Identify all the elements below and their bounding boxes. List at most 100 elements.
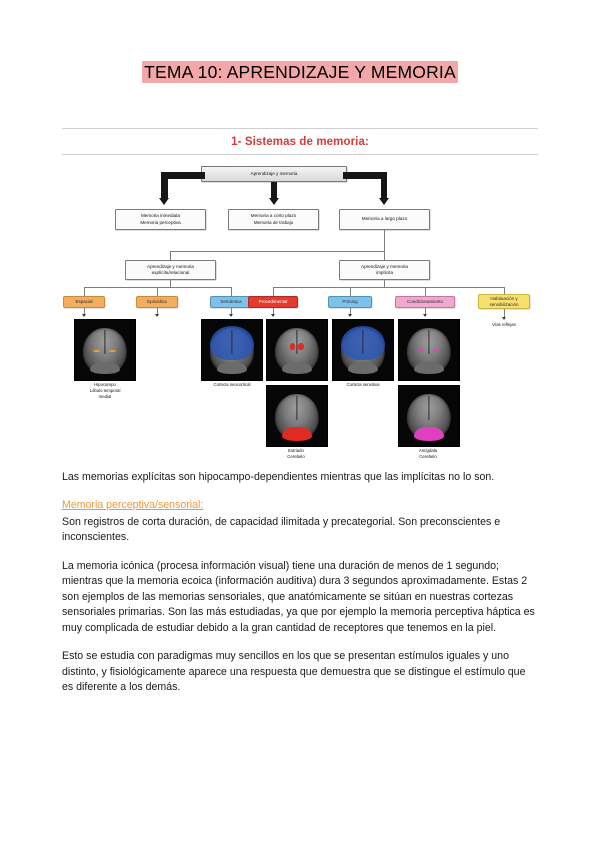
arrow-left [159, 198, 170, 205]
category-procedimental: Procedimental [248, 296, 298, 308]
caption-corteza-sensitiva: Corteza sensitiva [322, 382, 404, 388]
caption-amigdala-line1: Amígdala [418, 448, 438, 453]
implicit-bus-horizontal [273, 287, 504, 288]
category-priming-label: Priming [342, 299, 358, 305]
category-procedimental-label: Procedimental [258, 299, 288, 305]
explicit-drop-episodica [157, 287, 158, 296]
page-title: TEMA 10: APRENDIZAJE Y MEMORIA [142, 61, 458, 83]
caption-estriado-line1: Estriado [288, 448, 304, 453]
caption-corteza-neocortical: Corteza neocortical [191, 382, 273, 388]
connector-explicit-drop [170, 251, 171, 260]
explicit-drop-espacial [84, 287, 85, 296]
section-heading: 1- Sistemas de memoria: [231, 136, 369, 148]
brain-cerebellum-shape [217, 362, 247, 374]
highlight-cerebellum-pink [414, 427, 444, 441]
brain-fissure [296, 395, 298, 420]
explicit-bus-stem [170, 280, 171, 287]
brain-image-cerebelo-amigdala [398, 385, 460, 447]
caption-hipocampo-line2: Lóbulo temporal [89, 387, 121, 393]
divider-bottom [62, 154, 538, 155]
category-habituacion: Habituación y sensibilización [478, 294, 530, 309]
caption-amigdala-line2: Cerebelo [419, 453, 437, 459]
box-memoria-explicita: Aprendizaje y memoria explícita/relacion… [125, 260, 216, 280]
box-memoria-largo-plazo: Memoria a largo plazo [339, 209, 430, 230]
arrowline-procedimental [273, 308, 274, 315]
implicit-drop-priming [350, 287, 351, 296]
diagram-root-box: Aprendizaje y memoria [201, 166, 347, 182]
subheading-memoria-perceptiva: Memoria perceptiva/sensorial: [62, 499, 204, 512]
body-text-container: Las memorias explícitas son hipocampo-de… [62, 470, 538, 695]
paragraph-explicit-memories: Las memorias explícitas son hipocampo-de… [62, 471, 495, 483]
paragraph-registros: Son registros de corta duración, de capa… [62, 515, 501, 544]
brain-cerebellum-shape [282, 362, 312, 374]
caption-estriado-cerebelo: Estriado Cerebelo [255, 448, 337, 460]
caption-corteza-sensitiva-label: Corteza sensitiva [346, 382, 380, 387]
arrowhead-espacial [82, 314, 86, 317]
arrow-right [378, 198, 389, 205]
implicit-drop-procedimental [273, 287, 274, 296]
box-memoria-implicita: Aprendizaje y memoria implícita [339, 260, 430, 280]
box-memoria-inmediata-line1: Memoria inmediata [140, 213, 181, 219]
connector-largo-horizontal [170, 251, 385, 252]
box-memoria-inmediata-line2: Memoria perceptiva [140, 219, 181, 225]
connector-largo-stem [384, 230, 385, 251]
category-habituacion-line1: Habituación y [490, 295, 518, 301]
box-memoria-inmediata: Memoria inmediata Memoria perceptiva [115, 209, 206, 230]
category-episodica: Episódica [136, 296, 178, 308]
implicit-drop-habituacion [504, 287, 505, 296]
caption-corteza-neocortical-label: Corteza neocortical [213, 382, 251, 387]
category-espacial-label: Espacial [75, 299, 93, 305]
arrowhead-episodica [155, 314, 159, 317]
category-condicionamiento: Condicionamiento [395, 296, 455, 308]
arrowhead-priming [348, 314, 352, 317]
elbow-right-vertical [380, 172, 387, 199]
arrowline-condicionamiento [425, 308, 426, 315]
box-memoria-explicita-line2: explícita/relacional [151, 270, 190, 275]
highlight-cerebellum-red [282, 427, 312, 441]
box-memoria-corto-plazo: Memoria a corto plazo Memoria de trabajo [228, 209, 319, 230]
arrowline-semantica [231, 308, 232, 315]
caption-vias-reflejas-label: Vías reflejas [492, 322, 516, 327]
elbow-left-horizontal [161, 172, 205, 179]
brain-image-hipocampo [74, 319, 136, 381]
category-espacial: Espacial [63, 296, 105, 308]
box-memoria-largo-plazo-label: Memoria a largo plazo [361, 216, 408, 222]
box-memoria-explicita-line1: Aprendizaje y memoria [147, 263, 194, 269]
brain-cerebellum-shape [414, 362, 444, 374]
category-priming: Priming [328, 296, 372, 308]
caption-estriado-line2: Cerebelo [287, 453, 305, 459]
brain-fissure [428, 395, 430, 420]
brain-image-corteza-sensitiva [332, 319, 394, 381]
arrowhead-habituacion [502, 317, 506, 320]
category-semantica: Semántica [210, 296, 252, 308]
brain-fissure [296, 329, 298, 354]
category-habituacion-line2: sensibilización [489, 301, 519, 307]
arrowline-espacial [84, 308, 85, 315]
elbow-right-horizontal [343, 172, 387, 179]
caption-hipocampo: Hipocampo Lóbulo temporal medial [64, 382, 146, 399]
brain-fissure [362, 329, 364, 354]
brain-image-corteza-neocortical [201, 319, 263, 381]
box-memoria-implicita-line1: Aprendizaje y memoria [361, 263, 408, 269]
diagram-root-label: Aprendizaje y memoria [250, 170, 298, 176]
arrowhead-condicionamiento [423, 314, 427, 317]
highlight-striatum-right [298, 342, 304, 350]
highlight-striatum-left [289, 342, 296, 350]
brain-fissure [428, 329, 430, 354]
category-condicionamiento-label: Condicionamiento [406, 299, 444, 305]
highlight-hippocampus-left [93, 350, 101, 353]
highlight-amygdala-right [433, 350, 441, 353]
box-memoria-implicita-line2: implícita [376, 270, 393, 275]
caption-vias-reflejas: Vías reflejas [466, 322, 542, 328]
arrowline-habituacion [504, 309, 505, 318]
brain-cerebellum-shape [348, 362, 378, 374]
document-title-container: TEMA 10: APRENDIZAJE Y MEMORIA [62, 0, 538, 83]
elbow-left-vertical [161, 172, 168, 199]
connector-implicit-drop [384, 251, 385, 260]
implicit-drop-condicionamiento [425, 287, 426, 296]
arrowline-episodica [157, 308, 158, 315]
arrowhead-semantica [229, 314, 233, 317]
divider-top [62, 128, 538, 129]
brain-cerebellum-shape [90, 362, 120, 374]
arrowhead-procedimental [271, 314, 275, 317]
